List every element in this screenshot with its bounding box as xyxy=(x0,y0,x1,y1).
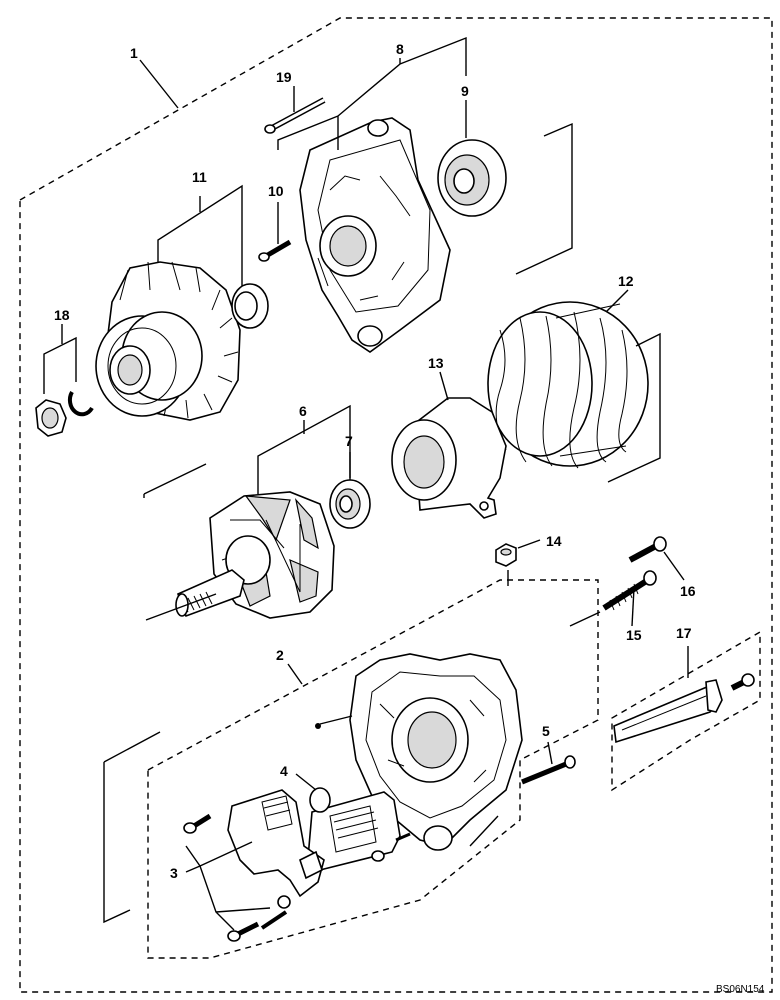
pulley-nut-part xyxy=(35,391,94,437)
bolt-15-part xyxy=(602,570,657,611)
rear-housing-part xyxy=(315,653,523,851)
callout-labels: 1 2 3 4 5 6 7 8 9 10 11 12 13 14 15 16 1… xyxy=(54,41,696,881)
callout-17: 17 xyxy=(676,625,692,641)
callout-18: 18 xyxy=(54,307,70,323)
brush-holder-part xyxy=(307,787,411,871)
callout-10: 10 xyxy=(268,183,284,199)
bearing-part xyxy=(437,139,507,217)
nut-14-part xyxy=(495,543,517,567)
stator-part xyxy=(487,301,649,469)
callout-12: 12 xyxy=(618,273,634,289)
regulator-part xyxy=(227,789,325,930)
callout-8-leader xyxy=(277,36,467,150)
callout-8: 8 xyxy=(396,41,404,57)
callout-19: 19 xyxy=(276,69,292,85)
callout-16: 16 xyxy=(680,583,696,599)
callout-3: 3 xyxy=(170,865,178,881)
assembly-1-boundary xyxy=(19,17,773,993)
callout-4: 4 xyxy=(280,763,288,779)
assembly-2-boundary xyxy=(147,579,599,959)
callout-15: 15 xyxy=(626,627,642,643)
front-housing-part xyxy=(299,117,451,353)
callout-5: 5 xyxy=(542,723,550,739)
callout-14: 14 xyxy=(546,533,562,549)
bearing-cover-part xyxy=(391,397,507,519)
rotor-part xyxy=(175,491,335,619)
callout-11-leader xyxy=(157,184,243,286)
callout-13: 13 xyxy=(428,355,444,371)
assembly-17-boundary xyxy=(611,630,761,792)
screw-5-part xyxy=(521,755,576,785)
adjusting-bracket-part xyxy=(613,679,723,744)
regulator-screws xyxy=(183,813,260,942)
callout-6: 6 xyxy=(299,403,307,419)
spacer-ring-part xyxy=(231,283,269,329)
drawing-code: BS06N154 xyxy=(716,984,765,995)
callout-7: 7 xyxy=(345,433,353,449)
callout-9: 9 xyxy=(461,83,469,99)
callout-2: 2 xyxy=(276,647,284,663)
callout-1: 1 xyxy=(130,45,138,61)
bracket-bolt-part xyxy=(730,673,755,691)
bolt-16-part xyxy=(628,536,667,563)
rear-bearing-part xyxy=(329,479,371,529)
pulley-fan-part xyxy=(95,261,241,421)
through-bolt-part xyxy=(264,97,326,134)
screw-10-part xyxy=(258,239,292,262)
callout-11: 11 xyxy=(192,169,207,185)
